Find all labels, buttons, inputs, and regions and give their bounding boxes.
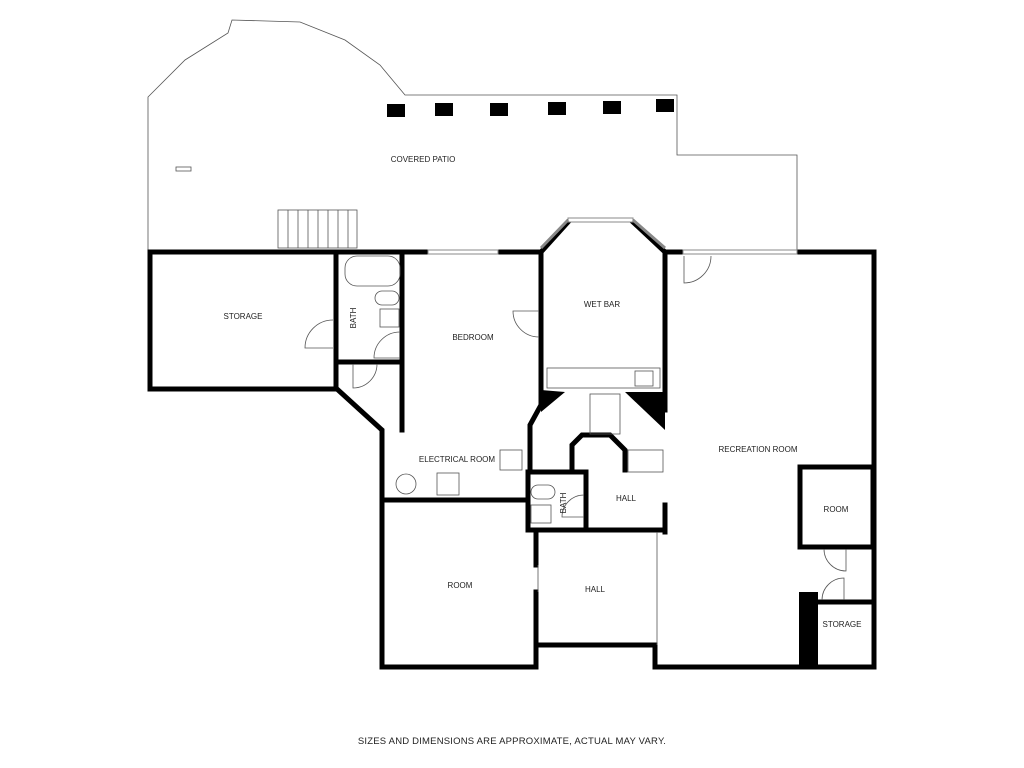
label-storage-right: STORAGE — [823, 620, 862, 629]
label-room-right: ROOM — [824, 505, 849, 514]
patio-columns — [387, 99, 674, 117]
label-bath-lower: BATH — [559, 492, 568, 513]
label-hall-upper: HALL — [616, 494, 637, 503]
walls — [147, 218, 877, 670]
label-room-left: ROOM — [448, 581, 473, 590]
patio-fixture — [175, 166, 192, 172]
doors — [304, 255, 847, 645]
fixtures — [344, 255, 664, 524]
windows — [427, 217, 798, 255]
label-electrical-room: ELECTRICAL ROOM — [419, 455, 495, 464]
label-recreation-room: RECREATION ROOM — [719, 445, 798, 454]
patio-outline — [147, 19, 798, 251]
label-covered-patio: COVERED PATIO — [391, 155, 456, 164]
label-wet-bar: WET BAR — [584, 300, 621, 309]
disclaimer: SIZES AND DIMENSIONS ARE APPROXIMATE, AC… — [357, 736, 667, 747]
label-bedroom: BEDROOM — [452, 333, 494, 342]
label-hall-lower: HALL — [585, 585, 606, 594]
patio-stairs — [277, 209, 358, 249]
label-storage-left: STORAGE — [224, 312, 263, 321]
label-bath-upper: BATH — [349, 307, 358, 328]
